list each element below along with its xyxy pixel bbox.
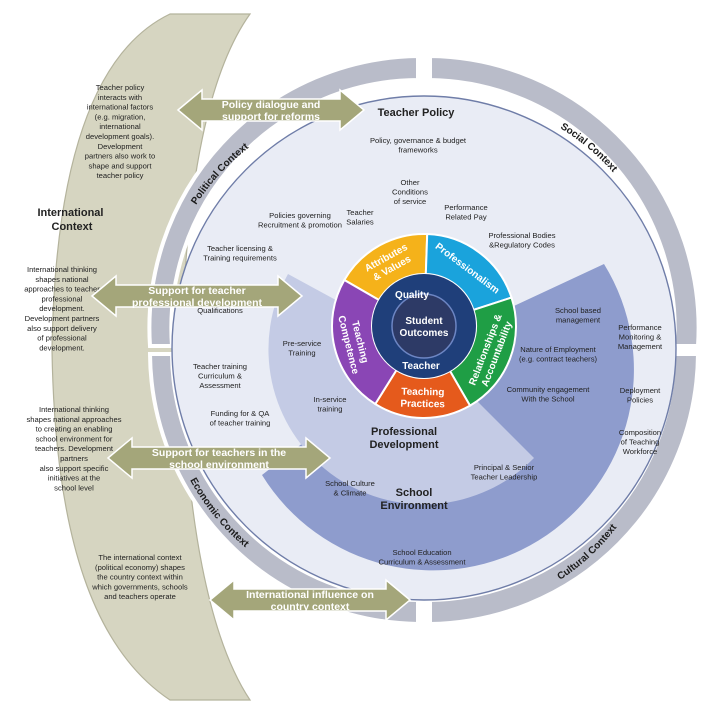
double-arrow-4: [208, 578, 412, 622]
double-arrow-1: [176, 88, 366, 132]
core-segment-label-4: TeachingPractices: [400, 387, 445, 411]
teacher-label: Teacher: [402, 361, 440, 372]
student-outcomes-center: [391, 293, 457, 359]
teacher-policy-item-7: Teacher licensing &Training requirements: [203, 244, 277, 263]
teacher-policy-title: Teacher Policy: [378, 107, 456, 119]
school-environment-item-2: Nature of Employment(e.g. contract teach…: [519, 345, 598, 364]
double-arrow-3: [106, 436, 332, 480]
school-environment-item-5: School Culture& Climate: [325, 479, 375, 498]
double-arrow-2: [90, 274, 304, 318]
international-context-title: International Context: [37, 207, 106, 233]
quality-label: Quality: [395, 290, 429, 301]
international-note-4: The international context(political econ…: [91, 553, 188, 601]
social-context-quadrant: [428, 53, 701, 348]
student-outcomes-line2: Outcomes: [400, 328, 449, 339]
teacher-policy-item-6: Professional Bodies&Regulatory Codes: [488, 231, 555, 250]
student-outcomes-line1: Student: [405, 316, 443, 327]
teacher-policy-item-8: Qualifications: [197, 306, 243, 315]
